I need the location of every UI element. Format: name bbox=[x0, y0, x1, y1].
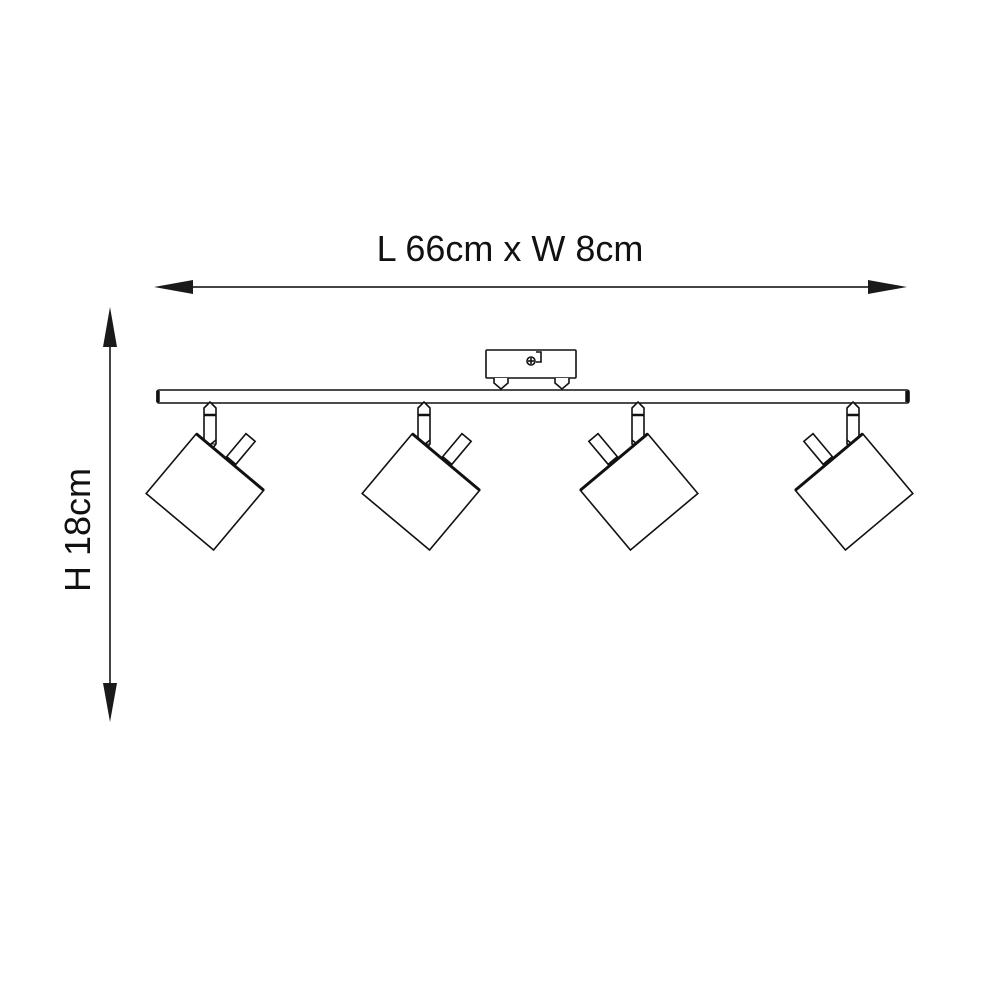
length-width-label: L 66cm x W 8cm bbox=[376, 228, 644, 269]
spotlight-4 bbox=[773, 400, 915, 552]
ceiling-mount-plate bbox=[486, 350, 576, 389]
arrow-right-icon bbox=[868, 280, 907, 294]
spotlight-3 bbox=[558, 400, 700, 552]
arrow-up-icon bbox=[103, 307, 117, 347]
height-label: H 18cm bbox=[57, 467, 98, 593]
height-dimension-arrow bbox=[103, 307, 117, 722]
arrow-down-icon bbox=[103, 683, 117, 722]
horizontal-bar bbox=[157, 390, 909, 403]
arrow-left-icon bbox=[154, 280, 193, 294]
spotlight-2 bbox=[360, 400, 502, 552]
length-dimension-arrow bbox=[154, 280, 907, 294]
spotlight-1 bbox=[144, 400, 286, 552]
